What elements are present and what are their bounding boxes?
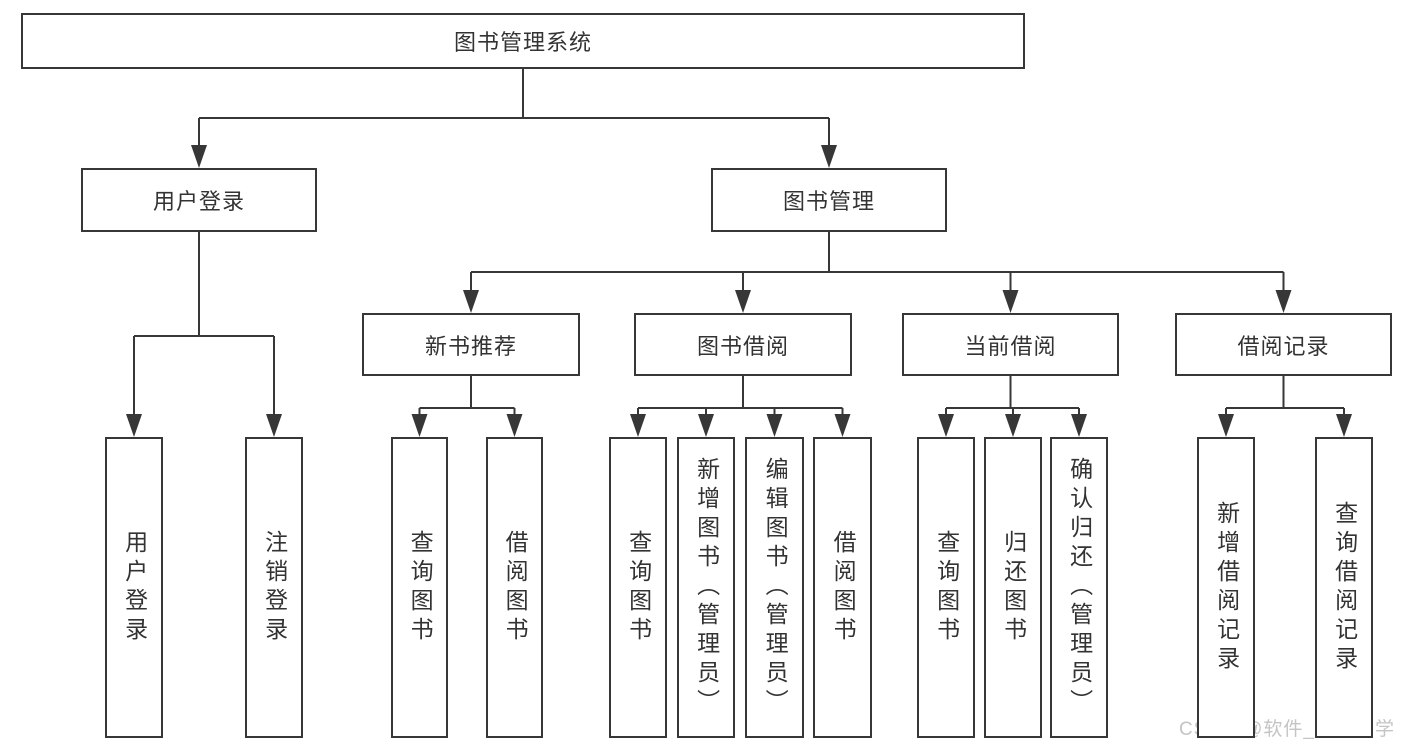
node-label-current: 当前借阅 [964, 333, 1057, 359]
node-label-login: 用户登录 [152, 189, 245, 214]
arrowhead-bb-add [698, 414, 714, 437]
node-label-borrow: 图书借阅 [696, 333, 789, 359]
node-box-bb-edit: 编辑图书（管理员） [745, 437, 804, 738]
edge-records [1218, 376, 1352, 437]
node-box-mgmt: 图书管理 [711, 168, 947, 232]
edge-newbook [411, 376, 523, 437]
node-box-login: 用户登录 [81, 168, 317, 232]
arrowhead-mgmt [821, 145, 837, 168]
node-label-cb-confirm: 确认归还（管理员） [1066, 457, 1093, 718]
edge-current [938, 376, 1087, 437]
arrowhead-newbook [463, 290, 479, 313]
arrowhead-br-add [1218, 414, 1234, 437]
node-box-records: 借阅记录 [1175, 313, 1392, 376]
arrowhead-current [1002, 290, 1019, 313]
arrowhead-login [191, 145, 207, 168]
arrowhead-nb-borrow [506, 414, 523, 437]
node-box-root: 图书管理系统 [21, 13, 1025, 69]
node-label-bb-add: 新增图书（管理员） [693, 457, 720, 718]
node-box-bb-borrow: 借阅图书 [813, 437, 872, 738]
node-label-cb-return: 归还图书 [1000, 529, 1027, 646]
edge-borrow [630, 376, 851, 437]
node-box-newbook: 新书推荐 [362, 313, 580, 376]
node-label-logout: 注销登录 [261, 529, 288, 646]
node-box-borrow: 图书借阅 [634, 313, 852, 376]
node-label-bb-edit: 编辑图书（管理员） [762, 457, 789, 718]
node-box-nb-query: 查询图书 [391, 437, 448, 738]
node-label-cb-query: 查询图书 [933, 529, 960, 646]
node-box-login-do: 用户登录 [105, 437, 163, 738]
arrowhead-records [1275, 290, 1292, 313]
arrowhead-cb-query [938, 414, 954, 437]
node-label-nb-query: 查询图书 [407, 529, 434, 646]
edge-mgmt [463, 232, 1292, 313]
arrowhead-borrow [735, 290, 751, 313]
node-box-logout: 注销登录 [245, 437, 303, 738]
node-label-br-add: 新增借阅记录 [1213, 500, 1240, 675]
node-box-cb-confirm: 确认归还（管理员） [1050, 437, 1108, 738]
arrowhead-cb-return [1005, 414, 1021, 437]
node-box-current: 当前借阅 [902, 313, 1119, 376]
arrowhead-bb-query [630, 414, 646, 437]
node-label-root: 图书管理系统 [453, 30, 592, 55]
arrowhead-nb-query [411, 414, 428, 437]
node-box-nb-borrow: 借阅图书 [486, 437, 543, 738]
edge-login [126, 232, 282, 437]
node-label-br-query: 查询借阅记录 [1331, 500, 1358, 675]
node-label-mgmt: 图书管理 [782, 189, 875, 214]
arrowhead-br-query [1336, 414, 1352, 437]
node-label-records: 借阅记录 [1237, 333, 1330, 359]
node-box-cb-return: 归还图书 [984, 437, 1042, 738]
node-box-bb-add: 新增图书（管理员） [677, 437, 735, 738]
node-box-cb-query: 查询图书 [917, 437, 975, 738]
node-label-bb-query: 查询图书 [625, 529, 652, 646]
arrowhead-cb-confirm [1071, 414, 1087, 437]
edge-root [191, 69, 837, 168]
arrowhead-logout [266, 414, 282, 437]
arrowhead-bb-edit [766, 414, 783, 437]
arrowhead-bb-borrow [834, 414, 851, 437]
node-label-login-do: 用户登录 [121, 529, 148, 646]
node-label-bb-borrow: 借阅图书 [830, 529, 857, 646]
node-box-bb-query: 查询图书 [609, 437, 667, 738]
node-box-br-add: 新增借阅记录 [1197, 437, 1255, 738]
arrowhead-login-do [126, 414, 142, 437]
node-box-br-query: 查询借阅记录 [1315, 437, 1373, 738]
node-label-nb-borrow: 借阅图书 [502, 529, 529, 646]
node-label-newbook: 新书推荐 [424, 333, 517, 359]
